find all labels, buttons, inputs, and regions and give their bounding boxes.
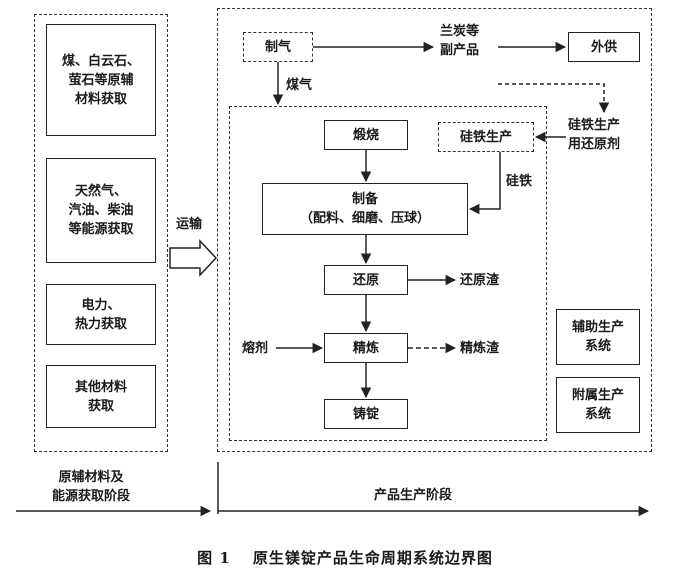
power-heat-line-1: 电力、 xyxy=(81,297,121,313)
other-materials-acquisition-box: 其他材料 获取 xyxy=(46,365,156,428)
ferrosilicon-label: 硅铁 xyxy=(506,174,533,189)
affiliated-production-system-box: 附属生产 系统 xyxy=(556,377,640,433)
semi-coke-line-2: 副产品 xyxy=(440,43,480,58)
energy-line-1: 天然气、 xyxy=(74,184,127,199)
calcination-box: 煅烧 xyxy=(324,120,408,150)
affiliated-line-1: 附属生产 xyxy=(571,388,624,403)
raw-material-line-3: 材料获取 xyxy=(74,91,127,107)
raw-material-stage-frame xyxy=(34,14,168,452)
ferrosilicon-production-box: 硅铁生产 xyxy=(438,122,534,152)
raw-material-line-2: 萤石等原辅 xyxy=(68,72,134,88)
calcination-label: 煅烧 xyxy=(352,127,379,143)
external-supply-label: 外供 xyxy=(590,39,617,55)
transport-label: 运输 xyxy=(176,217,203,232)
figure-number: 图 1 xyxy=(197,549,231,567)
raw-material-stage-line-2: 能源获取阶段 xyxy=(52,489,131,504)
preparation-box: 制备 （配料、细磨、压球） xyxy=(262,183,468,235)
ferrosilicon-reductant-line-1: 硅铁生产 xyxy=(568,118,621,133)
auxiliary-production-system-box: 辅助生产 系统 xyxy=(556,309,640,365)
external-supply-box: 外供 xyxy=(568,32,640,62)
preparation-title: 制备 xyxy=(351,192,378,207)
semi-coke-byproduct-label: 兰炭等 副产品 xyxy=(440,22,479,60)
core-process-frame xyxy=(229,106,547,441)
reduction-slag-label: 还原渣 xyxy=(460,273,500,288)
casting-box: 铸锭 xyxy=(324,399,408,429)
ferrosilicon-production-label: 硅铁生产 xyxy=(459,129,512,145)
raw-material-stage-label: 原辅材料及 能源获取阶段 xyxy=(52,468,130,506)
arrow-ferrosilicon-to-preparation xyxy=(468,152,501,215)
auxiliary-line-1: 辅助生产 xyxy=(571,320,624,335)
coal-gas-label: 煤气 xyxy=(286,78,313,93)
reduction-box: 还原 xyxy=(324,265,408,295)
refining-box: 精炼 xyxy=(324,333,408,363)
other-materials-line-2: 获取 xyxy=(87,398,114,414)
figure-caption: 图 1 原生镁锭产品生命周期系统边界图 xyxy=(0,547,690,568)
reduction-label: 还原 xyxy=(352,272,379,288)
refining-slag-label: 精炼渣 xyxy=(460,341,500,356)
affiliated-line-2: 系统 xyxy=(584,407,611,422)
gas-making-box: 制气 xyxy=(243,32,313,62)
casting-label: 铸锭 xyxy=(352,406,379,422)
gas-making-label: 制气 xyxy=(264,39,291,55)
ferrosilicon-reductant-line-2: 用还原剂 xyxy=(568,137,621,152)
raw-material-line-1: 煤、白云石、 xyxy=(61,53,140,69)
raw-material-stage-line-1: 原辅材料及 xyxy=(58,470,124,485)
semi-coke-line-1: 兰炭等 xyxy=(440,24,480,39)
power-heat-acquisition-box: 电力、 热力获取 xyxy=(46,284,156,345)
flux-label: 熔剂 xyxy=(242,341,269,356)
arrow-byproduct-to-reductant xyxy=(498,83,610,114)
auxiliary-line-2: 系统 xyxy=(584,339,611,354)
refining-label: 精炼 xyxy=(352,340,379,356)
ferrosilicon-reductant-label: 硅铁生产 用还原剂 xyxy=(568,116,620,154)
production-stage-frame xyxy=(217,8,652,452)
production-stage-label: 产品生产阶段 xyxy=(374,488,453,503)
transport-arrow xyxy=(169,239,218,277)
energy-line-2: 汽油、柴油 xyxy=(68,203,134,218)
energy-line-3: 等能源获取 xyxy=(68,222,134,237)
raw-material-acquisition-box: 煤、白云石、 萤石等原辅 材料获取 xyxy=(46,24,156,136)
figure-title: 原生镁锭产品生命周期系统边界图 xyxy=(252,549,493,567)
other-materials-line-1: 其他材料 xyxy=(74,379,127,395)
power-heat-line-2: 热力获取 xyxy=(74,316,127,332)
energy-acquisition-box: 天然气、 汽油、柴油 等能源获取 xyxy=(46,158,156,263)
preparation-detail: （配料、细磨、压球） xyxy=(299,211,430,226)
